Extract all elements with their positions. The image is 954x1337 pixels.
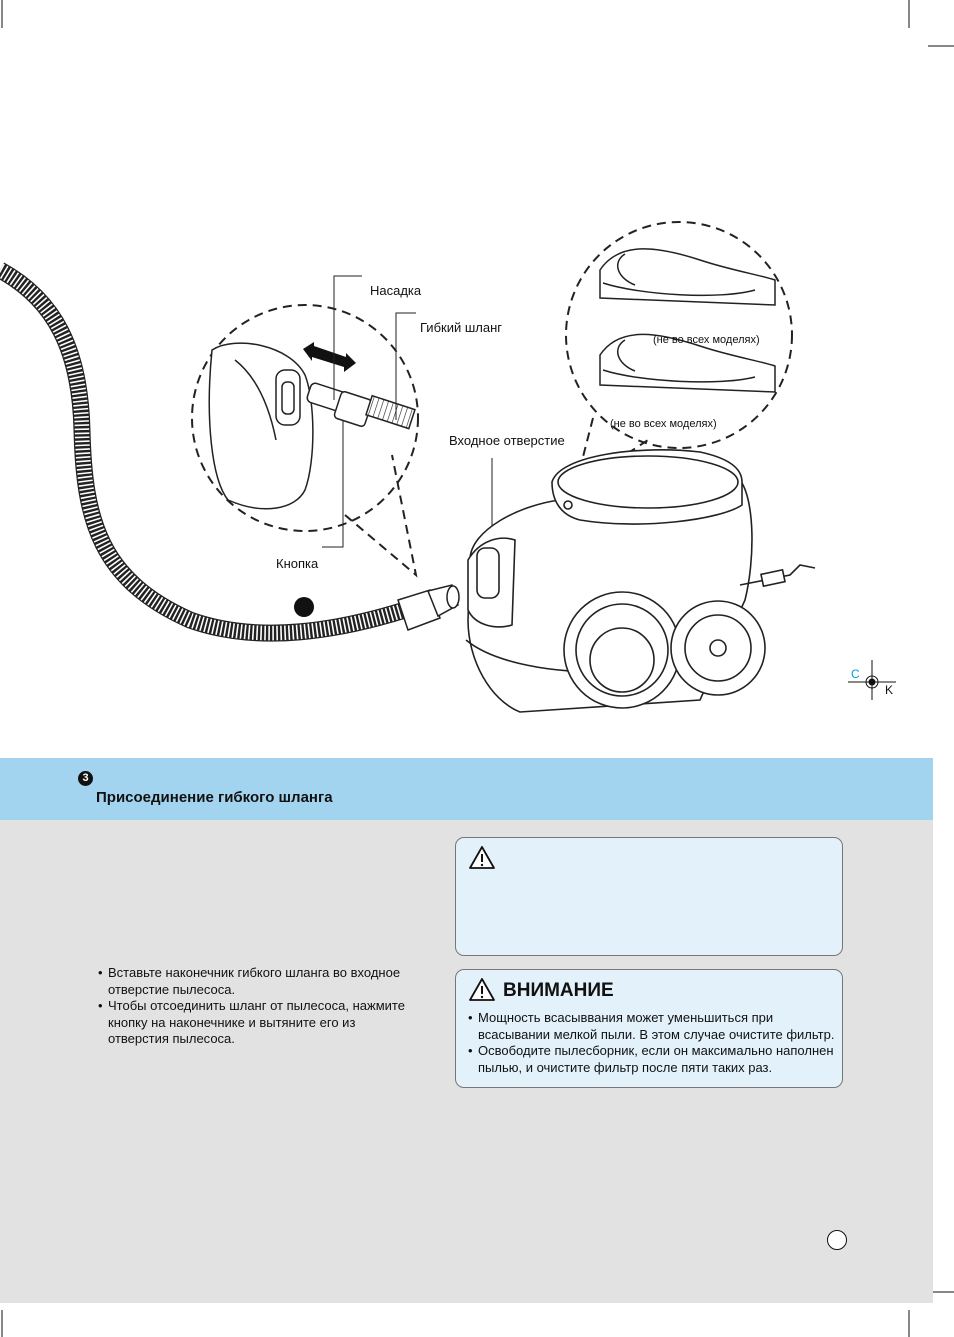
- registration-k: K: [885, 683, 894, 697]
- label-not-all-models-2: (не во всех моделях): [610, 418, 717, 430]
- step-number-badge: 3: [78, 771, 93, 786]
- instruction-item: Вставьте наконечник гибкого шланга во вх…: [98, 965, 418, 998]
- lid-latch-detail: [599, 248, 776, 393]
- nozzle-detail: [306, 382, 416, 430]
- registration-c: C: [851, 667, 860, 681]
- direction-arrow: [303, 342, 356, 372]
- detail-zoom-right: [565, 221, 793, 491]
- instruction-item: Чтобы отсоединить шланг от пылесоса, наж…: [98, 998, 418, 1048]
- label-nozzle: Насадка: [370, 283, 422, 298]
- label-button: Кнопка: [276, 556, 319, 571]
- hose-end-fitting: [397, 584, 460, 631]
- detail-zoom-left: [191, 304, 419, 578]
- caution-box: [455, 837, 843, 956]
- warning-triangle-icon: [469, 978, 495, 1001]
- step-marker-dot: [294, 597, 314, 617]
- warning-title: ВНИМАНИЕ: [503, 980, 614, 1001]
- label-inlet: Входное отверстие: [449, 433, 565, 448]
- page-number-circle: [827, 1230, 847, 1250]
- inlet-detail: [208, 342, 314, 510]
- label-flexible-hose: Гибкий шланг: [420, 320, 503, 335]
- flexible-hose-drawing: [0, 262, 408, 642]
- registration-mark: [848, 660, 896, 700]
- vacuum-cleaner-drawing: [465, 449, 816, 713]
- section-title: Присоединение гибкого шланга: [96, 789, 333, 806]
- label-not-all-models-1: (не во всех моделях): [653, 334, 760, 346]
- instruction-list: Вставьте наконечник гибкого шланга во вх…: [98, 965, 418, 1048]
- hose-connection-illustration: [0, 221, 896, 713]
- warning-item: Освободите пылесборник, если он максимал…: [468, 1043, 838, 1076]
- section-header-band: [0, 758, 933, 820]
- warning-list: Мощность всасыввания может уменьшиться п…: [468, 1010, 838, 1076]
- warning-item: Мощность всасыввания может уменьшиться п…: [468, 1010, 838, 1043]
- warning-triangle-icon: [469, 846, 495, 869]
